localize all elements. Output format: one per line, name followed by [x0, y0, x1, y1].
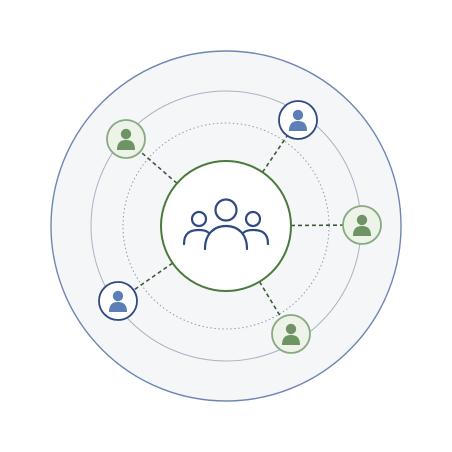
person-icon: [117, 128, 135, 150]
connector-upper-right: [261, 135, 288, 173]
connector-lower-right: [258, 281, 282, 319]
hub-group: [160, 160, 292, 292]
person-icon: [109, 290, 127, 312]
connector-lower-left: [133, 262, 174, 291]
person-icon: [289, 109, 307, 131]
node-lower-left: [98, 281, 138, 321]
node-right: [342, 205, 382, 245]
node-lower-right: [271, 314, 311, 354]
node-upper-left: [106, 119, 146, 159]
group-of-people-icon: [182, 198, 270, 251]
connectors-group: [133, 135, 344, 319]
connector-upper-left: [139, 150, 178, 184]
node-upper-right: [278, 100, 318, 140]
person-icon: [353, 214, 371, 236]
person-icon: [282, 323, 300, 345]
nodes-group: [98, 100, 382, 354]
